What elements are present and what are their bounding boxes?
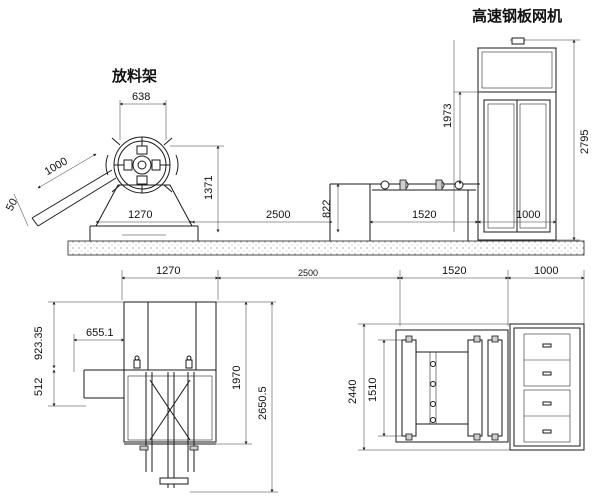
dim-top-uncoiler-base: 1270 [156,265,180,277]
uncoiler-top [83,301,217,488]
dim-machine-w: 2440 [347,380,359,404]
dim-table-height: 822 [321,200,333,218]
machine-top [395,323,585,451]
feed-table-side: 2500 822 1520 [191,179,480,241]
dim-coil-width: 638 [132,91,150,103]
uncoiler-top-dims: 923.35 655.1 512 1970 2650.5 [33,301,278,493]
uncoiler-side [31,136,199,241]
dim-arm-length: 1000 [43,155,70,178]
machine-title: 高速钢板网机 [472,7,562,25]
machine-cabinet-side: 1000 1973 2795 [442,37,591,241]
dim-top-gap: 2500 [298,268,318,278]
dim-cabinet-height: 1973 [442,104,454,128]
dim-inner-w: 1970 [231,366,243,390]
uncoiler-side-dims: 638 1000 50 1270 1371 [4,91,224,233]
dim-total-w: 2650.5 [257,386,269,420]
dim-uncoiler-base: 1270 [128,209,152,221]
dim-feeder: 1520 [412,209,436,221]
dim-machine-len: 1000 [516,209,540,221]
dim-machine-height: 2795 [579,130,591,154]
dim-top-feeder: 1520 [442,265,466,277]
uncoiler-title: 放料架 [111,67,157,85]
dim-gap: 2500 [266,209,290,221]
dim-arm-offset: 50 [4,197,20,213]
dim-offset-y: 923.35 [33,326,45,360]
dim-uncoiler-height: 1371 [203,176,215,200]
top-view-dims: 1270 2500 1520 1000 [121,265,585,326]
floor-slab [67,240,585,256]
dim-feeder-w: 1510 [367,378,379,402]
dim-small-h: 512 [33,378,45,396]
machine-top-dims: 2440 1510 [347,323,510,451]
dim-top-machine-len: 1000 [534,265,558,277]
dim-offset-x: 655.1 [86,327,114,339]
